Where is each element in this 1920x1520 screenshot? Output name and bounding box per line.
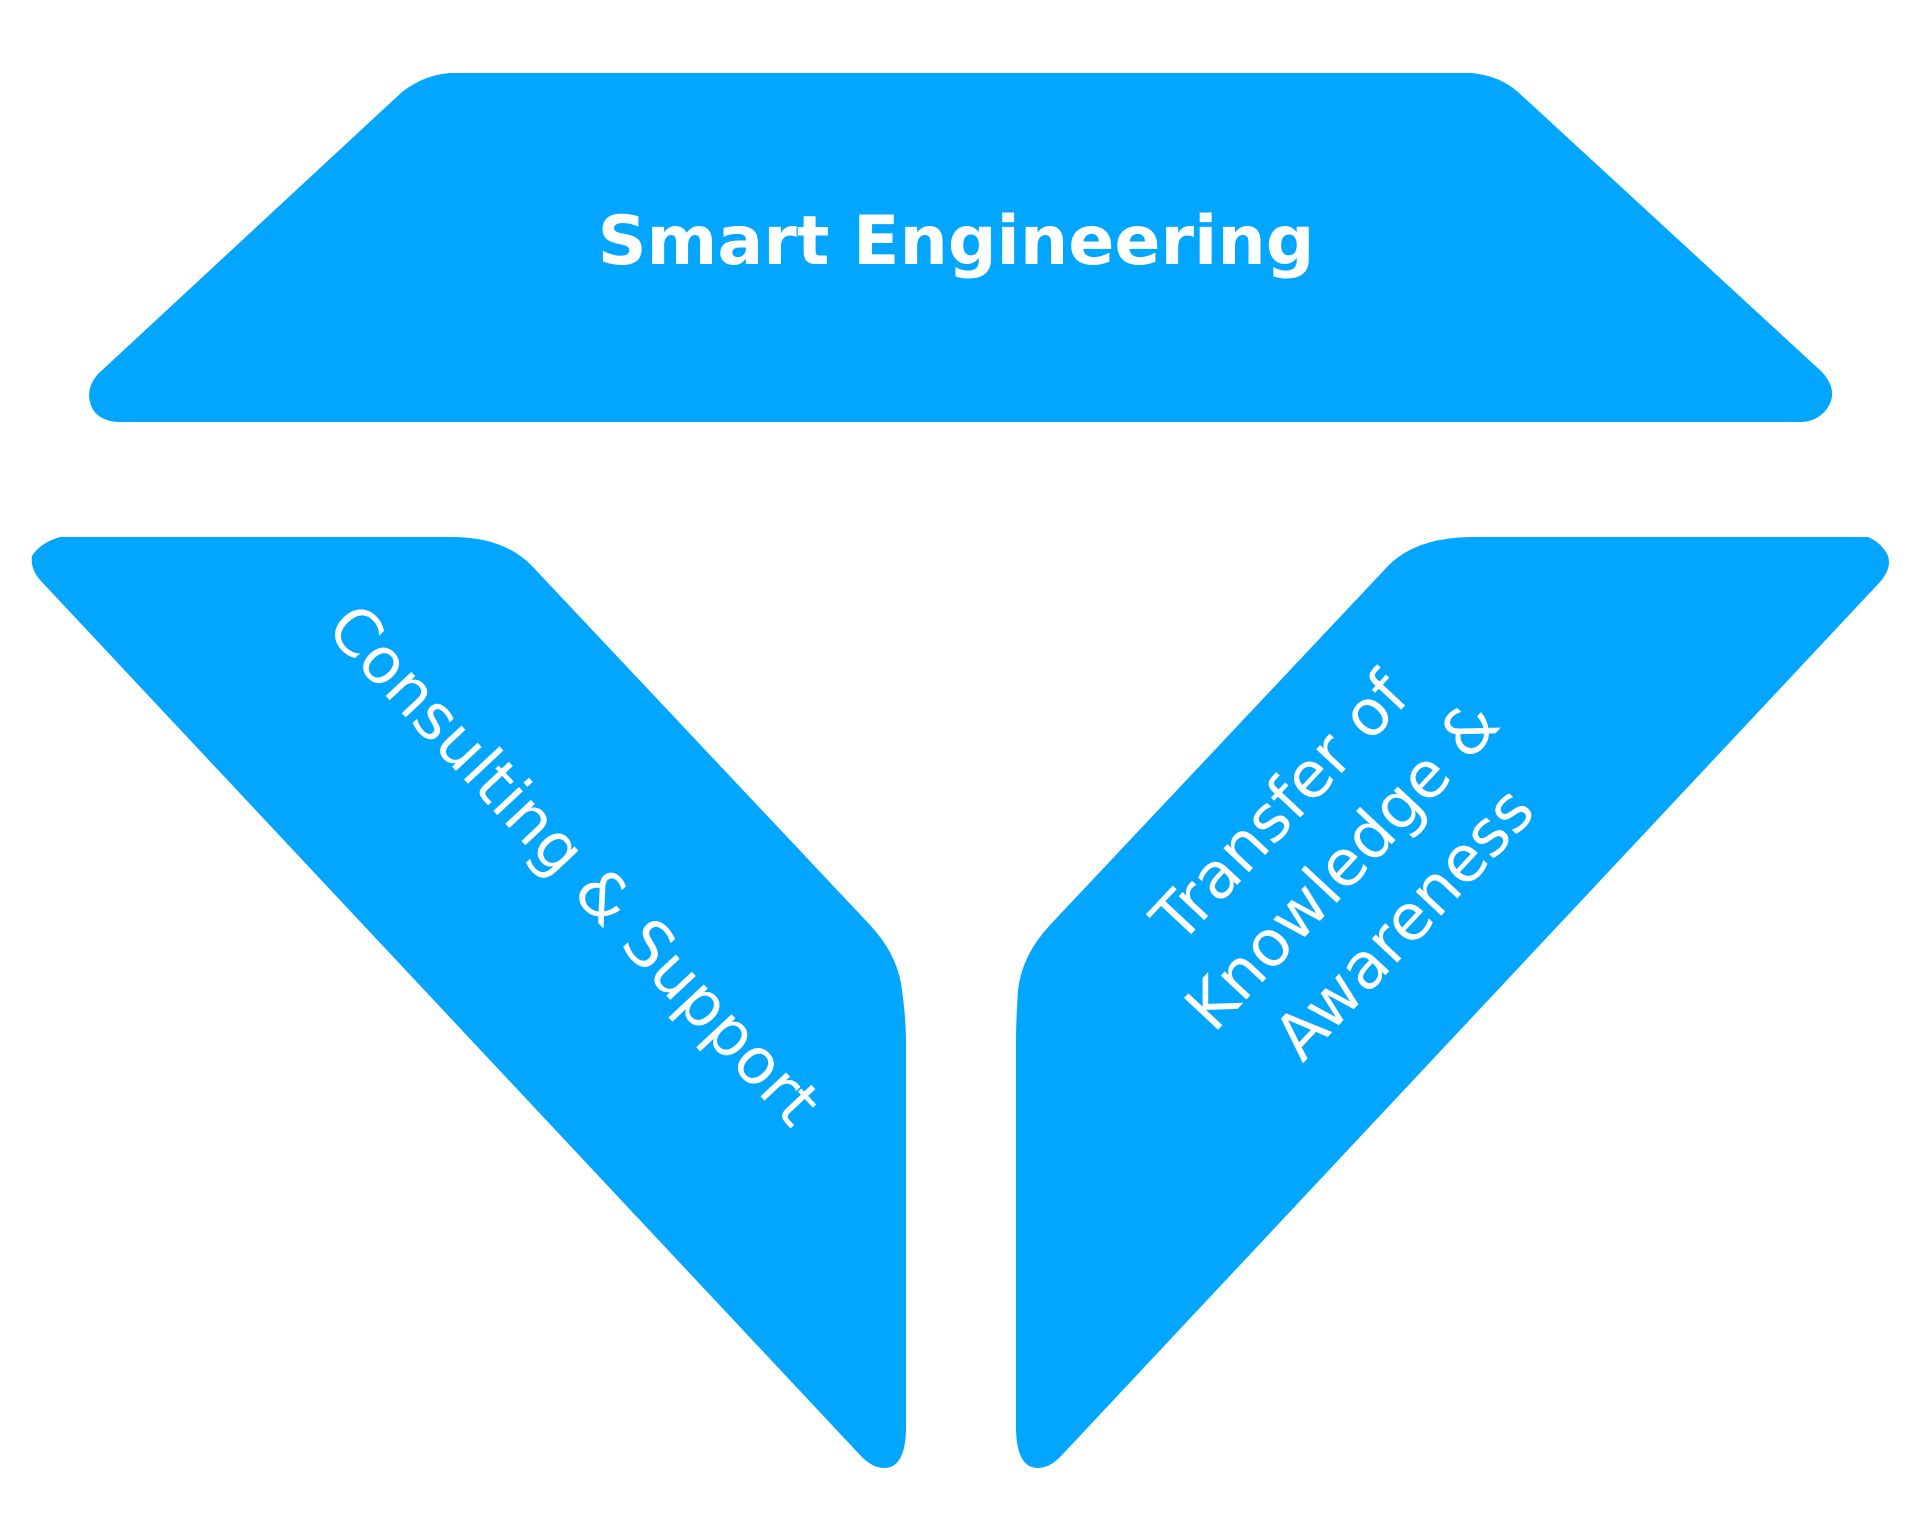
segment-top-shape	[89, 73, 1833, 422]
segment-left-shape	[31, 537, 906, 1468]
segment-consulting-support: Consulting & Support	[31, 537, 906, 1468]
segment-top-label: Smart Engineering	[598, 202, 1315, 281]
segment-transfer-knowledge-awareness: Transfer of Knowledge & Awareness	[1016, 537, 1889, 1468]
segment-smart-engineering: Smart Engineering	[89, 73, 1833, 422]
segment-right-shape	[1016, 537, 1889, 1468]
